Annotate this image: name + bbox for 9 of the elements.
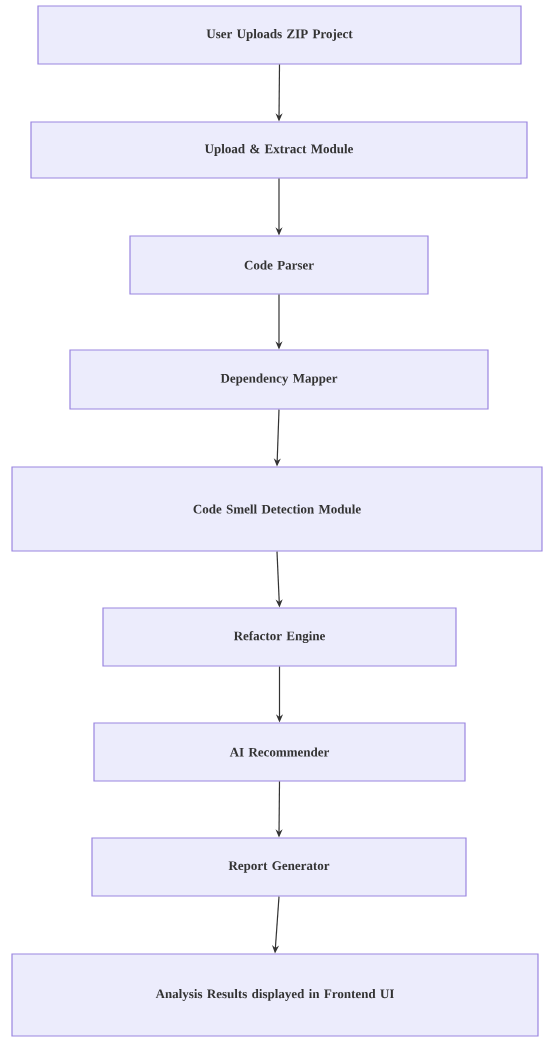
process-box: Refactor Engine [102, 607, 457, 667]
process-box: Report Generator [91, 837, 467, 897]
process-box: Upload & Extract Module [30, 121, 528, 179]
process-box: Code Smell Detection Module [11, 466, 543, 552]
process-box: Dependency Mapper [69, 349, 489, 410]
process-box: AI Recommender [93, 722, 466, 782]
process-box: Code Parser [129, 235, 429, 295]
process-box: User Uploads ZIP Project [37, 5, 522, 65]
process-box: Analysis Results displayed in Frontend UI [11, 953, 539, 1037]
